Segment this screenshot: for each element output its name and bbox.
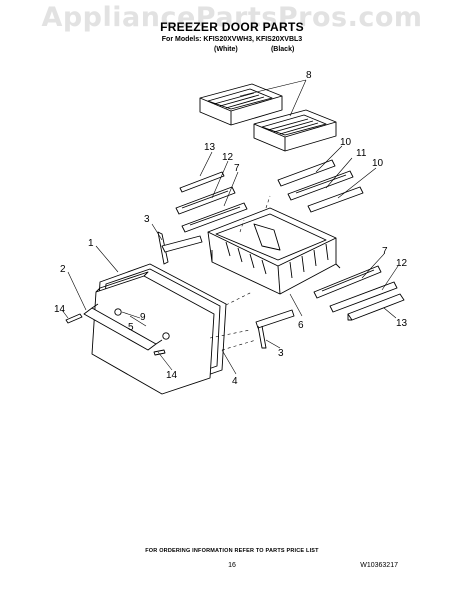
lower-basket [207, 207, 341, 295]
callout-13-upper: 13 [204, 142, 216, 153]
slide-bracket-left-rail [161, 235, 203, 253]
callout-3-lower: 3 [278, 348, 284, 359]
models-line: For Models: KFIS20XVWH3, KFIS20XVBL3 [161, 36, 303, 43]
callout-1: 1 [88, 238, 94, 249]
slide-cover-right-lower-end [347, 314, 352, 321]
slide-rail-right-top [277, 159, 336, 187]
callout-12-lower: 12 [396, 258, 408, 269]
screw-left [65, 313, 83, 324]
callout-11: 11 [356, 148, 367, 159]
alignment-lines [209, 195, 271, 351]
slide-rail-right-lower-b [329, 281, 398, 313]
upper-basket-rear [253, 109, 337, 152]
variant-black-label: (Black) [270, 46, 295, 53]
upper-basket-front [199, 83, 283, 126]
slide-cover-left-upper [179, 171, 225, 193]
door-panel-top-edge [95, 271, 149, 293]
callout-10-low: 10 [372, 158, 384, 169]
callout-4: 4 [232, 376, 238, 387]
callout-10-top: 10 [340, 137, 352, 148]
callout-14-left: 14 [54, 304, 66, 315]
variant-white-label: (White) [214, 46, 238, 53]
callout-14-lower: 14 [166, 370, 178, 381]
watermark: AppliancePartsPros.com [41, 2, 423, 33]
color-variants: (White) (Black) [214, 46, 326, 53]
slide-bracket-lower [255, 309, 295, 329]
door-handle-mounts [91, 303, 163, 345]
slide-rail-right-mid-detail [295, 174, 347, 194]
callout-7-lower: 7 [382, 246, 388, 257]
handle-end-cap-lower [162, 332, 170, 340]
handle-end-cap-upper [114, 308, 122, 316]
slide-cover-right-lower [347, 293, 405, 321]
page-number: 16 [228, 562, 236, 569]
slide-rail-left-upper-detail [181, 190, 229, 209]
callout-5: 5 [128, 322, 134, 333]
callout-9: 9 [140, 312, 146, 323]
page-title: FREEZER DOOR PARTS [160, 20, 304, 34]
callout-13-lower: 13 [396, 318, 408, 329]
callout-2: 2 [60, 264, 66, 275]
slide-rail-left-lower-detail [189, 206, 241, 226]
ordering-note: FOR ORDERING INFORMATION REFER TO PARTS … [145, 548, 319, 554]
leader-lines [61, 79, 399, 375]
screw-right [153, 349, 166, 356]
slide-rail-right-lower-a-detail [321, 269, 375, 292]
callout-8: 8 [306, 70, 312, 81]
callout-3-upper: 3 [144, 214, 150, 225]
slide-bracket-lower-arm [257, 325, 267, 349]
callout-12-upper: 12 [222, 152, 234, 163]
document-id: W10363217 [360, 562, 398, 569]
slide-rail-right-low [307, 186, 364, 213]
callout-7-upper: 7 [234, 163, 240, 174]
callout-6: 6 [298, 320, 304, 331]
